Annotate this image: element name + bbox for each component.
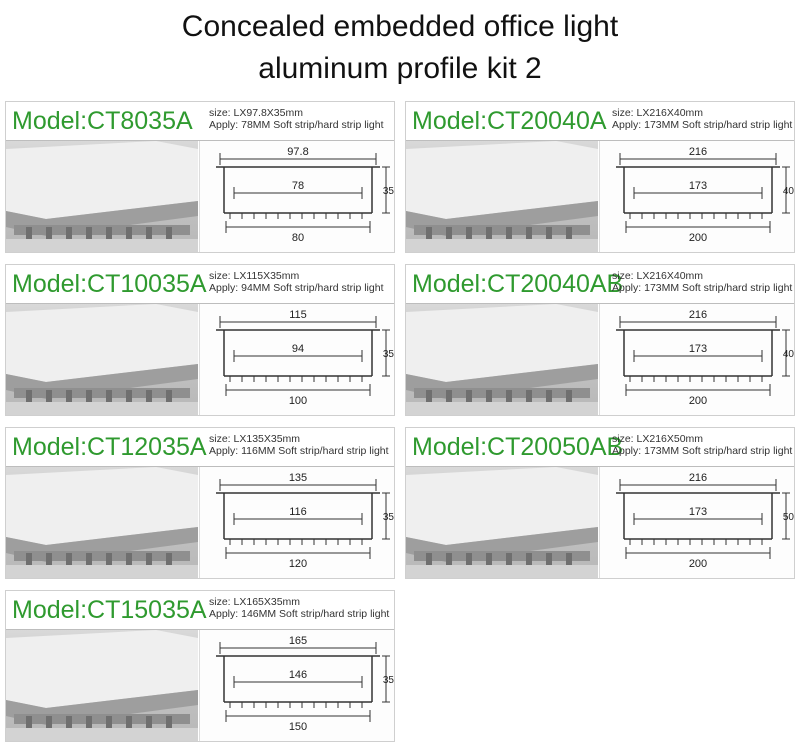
apply-text: Apply: 94MM Soft strip/hard strip light — [209, 282, 384, 294]
diffuser-cover — [6, 467, 198, 545]
dimension-top-width: 216 — [689, 146, 707, 158]
model-name: Model:CT8035A — [12, 107, 193, 135]
dimension-top-width: 135 — [289, 472, 307, 484]
diffuser-cover — [406, 467, 598, 545]
dimension-top-width: 165 — [289, 635, 307, 647]
apply-text: Apply: 146MM Soft strip/hard strip light — [209, 608, 390, 620]
model-name: Model:CT15035A — [12, 596, 207, 624]
dimension-height: 35 — [383, 675, 395, 686]
size-text: size: LX216X40mm — [612, 270, 704, 282]
profile-photo — [406, 141, 598, 252]
profile-photo — [6, 467, 198, 578]
cross-section-drawing: 165 146 150 35 — [199, 630, 395, 741]
dimension-inner-width: 173 — [689, 343, 707, 355]
dimension-inner-width: 78 — [292, 180, 304, 192]
model-name: Model:CT10035A — [12, 270, 207, 298]
apply-text: Apply: 173MM Soft strip/hard strip light — [612, 445, 793, 457]
profile-photo — [6, 141, 198, 252]
dimension-bottom-width: 80 — [292, 232, 304, 244]
diffuser-cover — [6, 141, 198, 219]
dimension-inner-width: 116 — [289, 506, 307, 518]
dimension-bottom-width: 200 — [689, 558, 707, 570]
model-name: Model:CT20040A — [412, 107, 607, 135]
size-text: size: LX216X40mm — [612, 107, 704, 119]
dimension-bottom-width: 120 — [289, 558, 307, 570]
model-name: Model:CT20050AB — [412, 433, 624, 461]
dimension-height: 35 — [383, 186, 395, 197]
cross-section-drawing: 115 94 100 35 — [199, 304, 395, 415]
apply-text: Apply: 78MM Soft strip/hard strip light — [209, 119, 384, 131]
dimension-bottom-width: 100 — [289, 395, 307, 407]
dimension-inner-width: 146 — [289, 669, 307, 681]
cross-section-drawing: 216 173 200 50 — [599, 467, 795, 578]
dimension-height: 40 — [783, 186, 795, 197]
dimension-inner-width: 173 — [689, 506, 707, 518]
model-name: Model:CT20040AB — [412, 270, 624, 298]
page-title-line-1: Concealed embedded office light — [181, 10, 619, 43]
page-title-line-2: aluminum profile kit 2 — [258, 52, 542, 85]
diffuser-cover — [406, 304, 598, 382]
dimension-height: 40 — [783, 349, 795, 360]
profile-photo — [406, 467, 598, 578]
dimension-inner-width: 94 — [292, 343, 304, 355]
profile-photo — [6, 630, 198, 741]
dimension-bottom-width: 200 — [689, 395, 707, 407]
apply-text: Apply: 116MM Soft strip/hard strip light — [209, 445, 389, 457]
size-text: size: LX216X50mm — [612, 433, 704, 445]
dimension-top-width: 216 — [689, 309, 707, 321]
cross-section-drawing: 216 173 200 40 — [599, 304, 795, 415]
dimension-height: 35 — [383, 349, 395, 360]
apply-text: Apply: 173MM Soft strip/hard strip light — [612, 119, 793, 131]
dimension-bottom-width: 200 — [689, 232, 707, 244]
size-text: size: LX97.8X35mm — [209, 107, 303, 119]
profile-photo — [6, 304, 198, 415]
size-text: size: LX165X35mm — [209, 596, 301, 608]
model-name: Model:CT12035A — [12, 433, 207, 461]
dimension-top-width: 115 — [289, 309, 307, 321]
diffuser-cover — [6, 630, 198, 708]
cross-section-drawing: 135 116 120 35 — [199, 467, 395, 578]
size-text: size: LX115X35mm — [209, 270, 300, 282]
apply-text: Apply: 173MM Soft strip/hard strip light — [612, 282, 793, 294]
dimension-bottom-width: 150 — [289, 721, 307, 733]
dimension-height: 50 — [783, 512, 795, 523]
profile-photo — [406, 304, 598, 415]
dimension-height: 35 — [383, 512, 395, 523]
diffuser-cover — [6, 304, 198, 382]
dimension-inner-width: 173 — [689, 180, 707, 192]
size-text: size: LX135X35mm — [209, 433, 301, 445]
dimension-top-width: 97.8 — [287, 146, 308, 158]
cross-section-drawing: 216 173 200 40 — [599, 141, 795, 252]
dimension-top-width: 216 — [689, 472, 707, 484]
cross-section-drawing: 97.8 78 80 35 — [199, 141, 395, 252]
diffuser-cover — [406, 141, 598, 219]
